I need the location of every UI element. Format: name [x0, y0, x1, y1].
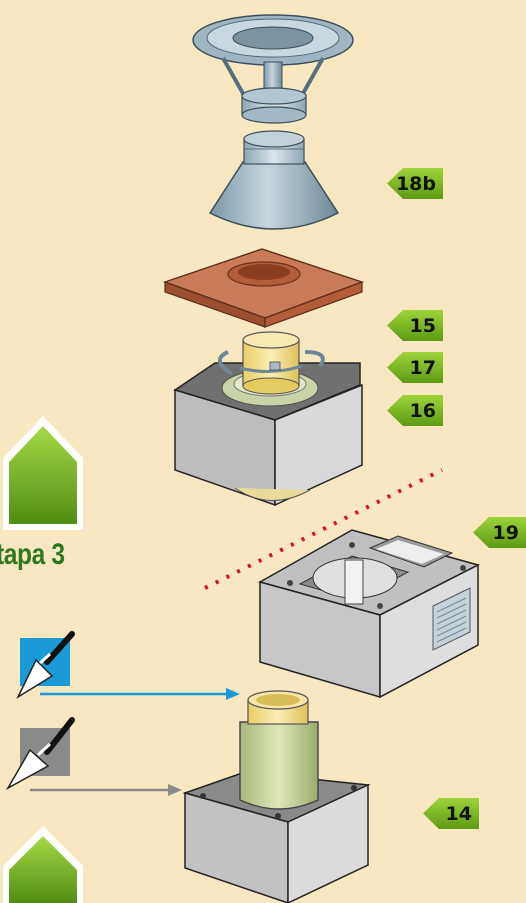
gray-arrow: [30, 784, 182, 796]
stage-label: tapa 3: [0, 538, 65, 572]
stage-arrow-icon-top: [3, 416, 83, 530]
trowel-icon-gray: [8, 720, 72, 788]
rain-cap: [193, 15, 353, 123]
base-block-module: [185, 691, 368, 903]
terracotta-slab: [165, 249, 362, 327]
cone-adaptor: [210, 131, 338, 229]
trowel-icon-blue: [18, 634, 72, 697]
ventilated-block-module: [260, 530, 478, 697]
blue-arrow: [40, 688, 240, 700]
top-block-module: [175, 332, 362, 505]
stage-arrow-icon-bottom: [3, 826, 83, 903]
